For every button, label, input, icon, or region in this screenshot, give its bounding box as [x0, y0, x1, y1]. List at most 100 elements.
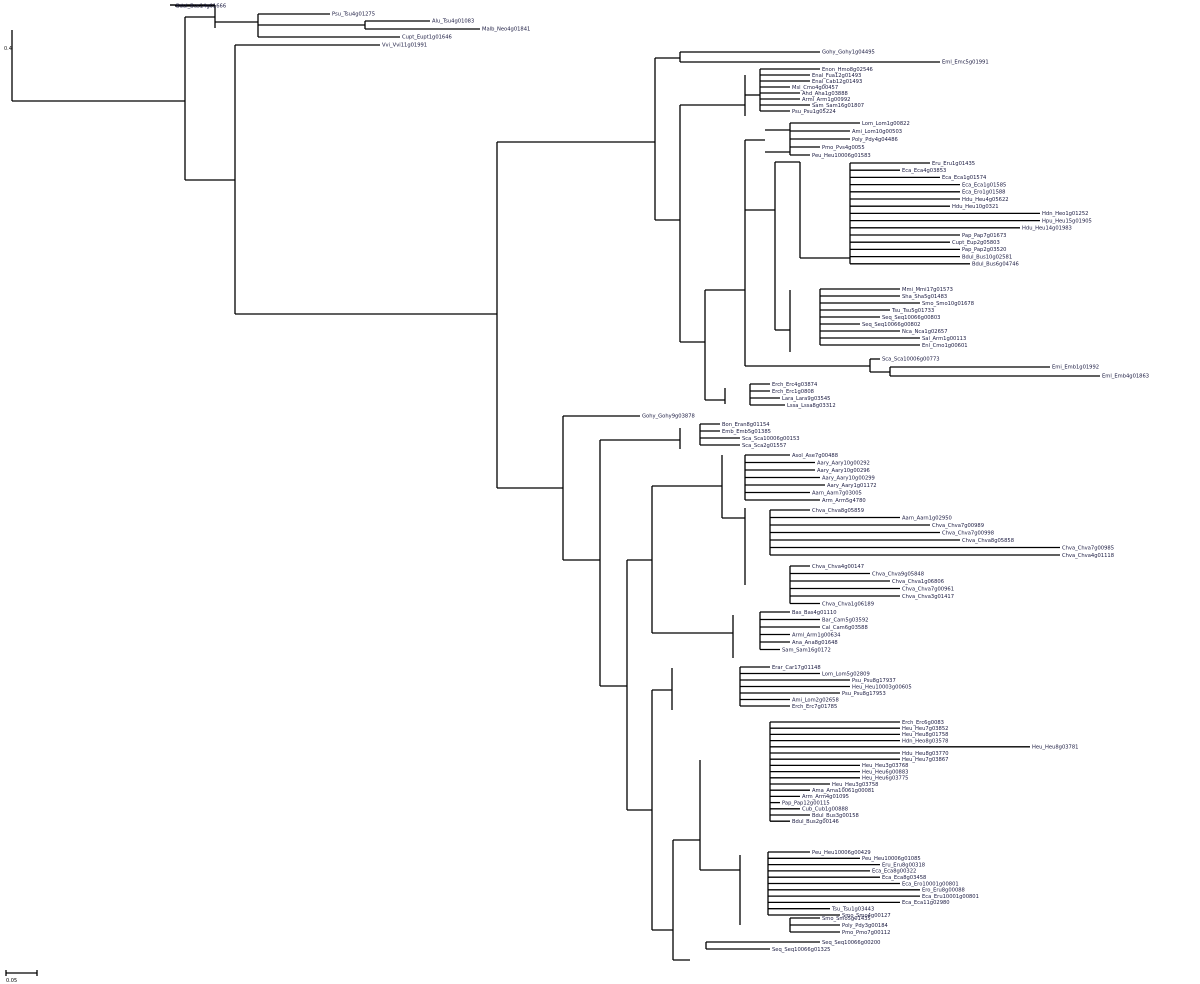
leaf-label: Psu_Psu8g17937 — [852, 678, 896, 684]
leaf-label: Heu_Heu3g03758 — [832, 782, 878, 788]
leaf-label: Peu_Heu10006g01583 — [812, 153, 871, 159]
leaf-label: Bdul_Bus14g01666 — [176, 4, 226, 10]
leaf-label: Heu_Heu7g03852 — [902, 726, 948, 732]
leaf-label: Eru_Eru8g00318 — [882, 862, 925, 868]
leaf-label: Aary_Aary10g00292 — [817, 460, 870, 466]
leaf-label: Tsu_Tsu5g01733 — [891, 308, 934, 314]
leaf-label: Chva_Chva8g05858 — [962, 538, 1014, 544]
leaf-label: Chva_Chva7g00961 — [902, 586, 954, 592]
leaf-label: Peu_Heu10006g00429 — [812, 850, 871, 856]
leaf-label: Ami_Lom10g00503 — [852, 129, 902, 135]
leaf-label: Sca_Sca10006g00773 — [882, 357, 940, 363]
leaf-label: Hdn_Heo1g01252 — [1042, 211, 1088, 217]
leaf-label: Sha_Sha5g01483 — [902, 294, 947, 300]
leaf-label: Heu_Heu6g03775 — [862, 776, 908, 782]
leaf-label: Lara_Lara9g03545 — [782, 396, 830, 402]
leaf-label: Emi_Emb1g01992 — [1052, 365, 1099, 371]
leaf-label: Ana_Ana8g01648 — [792, 640, 838, 646]
leaf-label: Hpu_Heu15g01905 — [1042, 218, 1092, 224]
leaf-label: Hdu_Heu4g05622 — [962, 197, 1009, 203]
leaf-label: Sal_Arm1g00113 — [922, 336, 966, 342]
leaf-label: Hdu_Heu10g0321 — [952, 204, 999, 210]
leaf-label: Pmo_Pvs4g0055 — [822, 145, 865, 151]
leaf-label: Nca_Nca1g02657 — [902, 329, 948, 335]
leaf-label: Enal_Fua12g01493 — [812, 73, 861, 79]
leaf-label: Sam_Sam16g01807 — [812, 103, 864, 109]
leaf-label: Eca_Eca1g01585 — [962, 182, 1006, 188]
leaf-label: Aary_Aary10g00296 — [817, 468, 870, 474]
leaf-label: Eca_Ero1g01588 — [962, 190, 1005, 196]
leaf-label: Arml_Arm1g00634 — [792, 632, 841, 638]
leaf-label: Psu_Tsu4g01275 — [332, 12, 375, 18]
leaf-label: Lssa_Lssa8g03312 — [787, 403, 836, 409]
leaf-label: Enal_Cab12g01493 — [812, 79, 862, 85]
leaf-label: Hdu_Heu14g01983 — [1022, 226, 1072, 232]
leaf-label: Smo_Smo10g01678 — [922, 301, 974, 307]
root-branch-length: 0.4 — [4, 46, 12, 52]
leaf-label: Aary_Aary1g01172 — [827, 483, 877, 489]
tree-labels: 0.4 Bdul_Bus14g01666Psu_Tsu4g01275Alu_Tsu… — [4, 4, 1149, 953]
leaf-label: Arm_Arm5g4780 — [822, 498, 866, 504]
leaf-label: Malb_Neo4g01841 — [482, 27, 530, 33]
leaf-label: Enon_Hmo8g02546 — [822, 67, 873, 73]
leaf-label: Lom_Lom1g00822 — [862, 121, 910, 127]
leaf-label: Eca_Eca1g01574 — [942, 175, 987, 181]
leaf-label: Bar_Cam5g03592 — [822, 617, 868, 623]
leaf-label: Smo_Smo4g00127 — [842, 913, 891, 919]
leaf-label: Ama_Ama10061g00081 — [812, 788, 874, 794]
leaf-label: Cupt_Eupt1g01646 — [402, 35, 452, 41]
leaf-label: Gohy_Gohy1g04495 — [822, 50, 875, 56]
leaf-label: Psu_Psu8g17953 — [842, 691, 886, 697]
leaf-label: Chva_Chva1g06806 — [892, 579, 944, 585]
leaf-label: Eca_Eca8g03458 — [882, 875, 926, 881]
leaf-label: Chva_Chva9g05848 — [872, 571, 924, 577]
leaf-label: Ahd_Aha1g03888 — [802, 91, 848, 97]
leaf-label: Hdn_Heo8g03578 — [902, 738, 948, 744]
leaf-label: Emb_Emb5g01385 — [722, 429, 771, 435]
leaf-label: Poly_Pdy3g00184 — [842, 923, 889, 929]
leaf-label: Chva_Chva1g06189 — [822, 601, 874, 607]
leaf-label: Asol_Ase7g00488 — [792, 453, 838, 459]
leaf-label: Heu_Heu8g03781 — [1032, 745, 1078, 751]
leaf-label: Chva_Chva7g00998 — [942, 530, 994, 536]
leaf-label: Gohy_Gohy9g03878 — [642, 414, 695, 420]
leaf-label: Eca_Ero10001g00801 — [902, 881, 959, 887]
leaf-label: Peu_Heu10006g01085 — [862, 856, 921, 862]
leaf-label: Erch_Erc7g01785 — [792, 704, 837, 710]
leaf-label: Cub_Cub1g00888 — [802, 807, 848, 813]
leaf-label: Cupt_Eup2g05803 — [952, 240, 1000, 246]
leaf-label: Sam_Sam16g0172 — [782, 647, 831, 653]
leaf-label: Heu_Heu3g03768 — [862, 763, 908, 769]
leaf-label: Pmo_Pmo7g00112 — [842, 930, 890, 936]
leaf-label: Lom_Lom5g02809 — [822, 671, 870, 677]
leaf-label: Bdul_Bus2g00146 — [792, 819, 839, 825]
leaf-label: Heu_Heu8g01758 — [902, 732, 948, 738]
leaf-label: Aarn_Aarn1g02950 — [902, 515, 952, 521]
leaf-label: Eca_Eru10001g00801 — [922, 894, 979, 900]
leaf-label: Ero_Eru8g00088 — [922, 888, 965, 894]
leaf-label: Heu_Heu6g00883 — [862, 769, 908, 775]
leaf-label: Chva_Chva3g01417 — [902, 594, 954, 600]
leaf-label: Sca_Sca2g01557 — [742, 443, 786, 449]
leaf-label: Eca_Eca4g03853 — [902, 168, 946, 174]
leaf-label: Msl_Cmo4g00457 — [792, 85, 838, 91]
leaf-label: Seq_Seq10066g00802 — [862, 322, 920, 328]
leaf-label: Bas_Bas4g01110 — [792, 610, 837, 616]
leaf-label: Heu_Heu10003g00605 — [852, 684, 912, 690]
leaf-label: Erch_Erc6g0083 — [902, 720, 944, 726]
leaf-label: Erch_Erc4g03874 — [772, 382, 818, 388]
leaf-label: Smo_Smo5g01435 — [822, 916, 871, 922]
leaf-label: Sca_Sca10006g00153 — [742, 436, 800, 442]
leaf-label: Eca_Eca11g02980 — [902, 900, 950, 906]
leaf-label: Arm_Arm4g01095 — [802, 794, 849, 800]
leaf-label: Chva_Chva7g00989 — [932, 523, 984, 529]
leaf-label: Pap_Pap2g03520 — [962, 247, 1006, 253]
leaf-label: Pap_Pap7g01673 — [962, 233, 1006, 239]
leaf-label: Chva_Chva7g00985 — [1062, 545, 1114, 551]
leaf-label: Eml_Emc5g01991 — [942, 60, 989, 66]
leaf-label: Erar_Car17g01148 — [772, 665, 821, 671]
leaf-label: Seq_Seq10066g00803 — [882, 315, 940, 321]
leaf-label: Poly_Pdy4g04486 — [852, 137, 898, 143]
leaf-label: Bdul_Bus10g02581 — [962, 254, 1012, 260]
leaf-label: Alu_Tsu4g01083 — [432, 19, 474, 25]
